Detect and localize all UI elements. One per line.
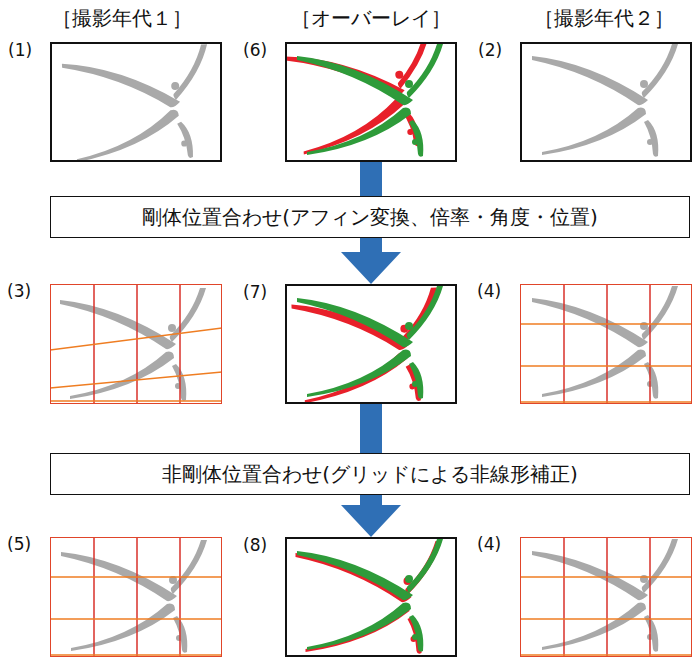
grid-vertical [94,284,180,404]
grid-horizontal [50,577,222,655]
overlay-figure [296,539,444,654]
callout-number: (7) [243,282,267,302]
era2-grid-figure [520,284,692,404]
gray-shape [532,286,678,399]
grid-horizontal [520,577,692,655]
image-panel: (5) [50,537,222,657]
step-title: 非剛体位置合わせ(グリッドによる非線形補正) [162,462,578,486]
green-shape [297,44,443,157]
flow-arrow [341,237,401,284]
grid-horizontal [50,328,222,401]
column-heading: ［オーバーレイ］ [291,6,451,30]
overlay-figure [291,286,443,404]
callout-number: (8) [243,535,267,555]
era1-corrected-figure [50,537,222,657]
column-heading: ［撮影年代１］ [52,6,192,30]
arrow-stem [360,403,382,454]
flow-arrow [371,403,372,454]
gray-shape [532,44,678,157]
era1-figure [61,44,213,162]
grid-vertical [564,537,650,657]
grid-horizontal [520,324,692,402]
gray-shape [532,539,678,652]
callout-number: (1) [8,40,32,60]
era2-figure [532,44,678,157]
step-title: 剛体位置合わせ(アフィン変換、倍率・角度・位置) [142,205,598,229]
grid-vertical [94,537,180,657]
process-banner: 剛体位置合わせ(アフィン変換、倍率・角度・位置) [50,196,690,238]
flow-arrow [341,494,401,537]
image-panel: (3) [50,284,222,404]
era2-grid-figure [520,537,692,657]
column-heading: ［撮影年代２］ [534,6,674,30]
gray-shape [61,44,213,162]
green-shape [297,286,443,399]
grid-vertical [564,284,650,404]
arrow-head [341,252,401,284]
arrow-stem [360,237,382,253]
era1-grid-figure [50,284,222,404]
callout-number: (5) [7,534,31,554]
callout-number: (4) [477,534,501,554]
image-panel: (6) [285,42,457,162]
process-banner: 非剛体位置合わせ(グリッドによる非線形補正) [50,453,690,495]
image-panel: (4) [520,284,692,404]
image-panel: (2) [520,42,692,162]
flow-arrow [371,161,372,197]
image-panel: (1) [50,42,222,162]
image-panel: (7) [285,284,457,404]
callout-number: (3) [7,281,31,301]
arrow-stem [360,161,382,197]
callout-number: (2) [478,40,502,60]
overlay-figure [285,42,443,157]
image-panel: (8) [285,537,457,657]
gray-shape [60,288,206,401]
arrow-head [341,505,401,537]
image-panel: (4) [520,537,692,657]
callout-number: (6) [243,40,267,60]
callout-number: (4) [477,281,501,301]
gray-shape [61,540,207,653]
green-shape [297,539,443,652]
arrow-stem [360,494,382,506]
